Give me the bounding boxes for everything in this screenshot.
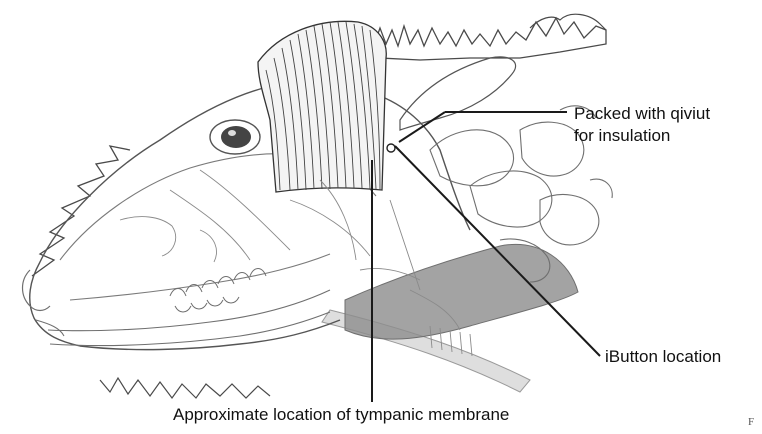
leader-line-qiviut	[399, 112, 445, 142]
mouth-line	[36, 320, 64, 336]
teeth-row	[170, 269, 266, 313]
label-ibutton-location: iButton location	[605, 347, 721, 367]
label-packed-with-qiviut: Packed with qiviut	[574, 104, 710, 124]
fur-back	[375, 18, 606, 60]
nose-outline	[23, 270, 51, 311]
fur-chin	[100, 378, 270, 398]
shaded-muscle-region	[345, 244, 578, 339]
fur-face	[32, 146, 130, 276]
label-for-insulation: for insulation	[574, 126, 670, 146]
horn-boss	[258, 21, 386, 192]
corner-text-fragment: F	[748, 412, 754, 432]
ibutton-marker	[387, 144, 395, 152]
label-tympanic-membrane: Approximate location of tympanic membran…	[173, 405, 509, 425]
eye	[210, 120, 260, 154]
